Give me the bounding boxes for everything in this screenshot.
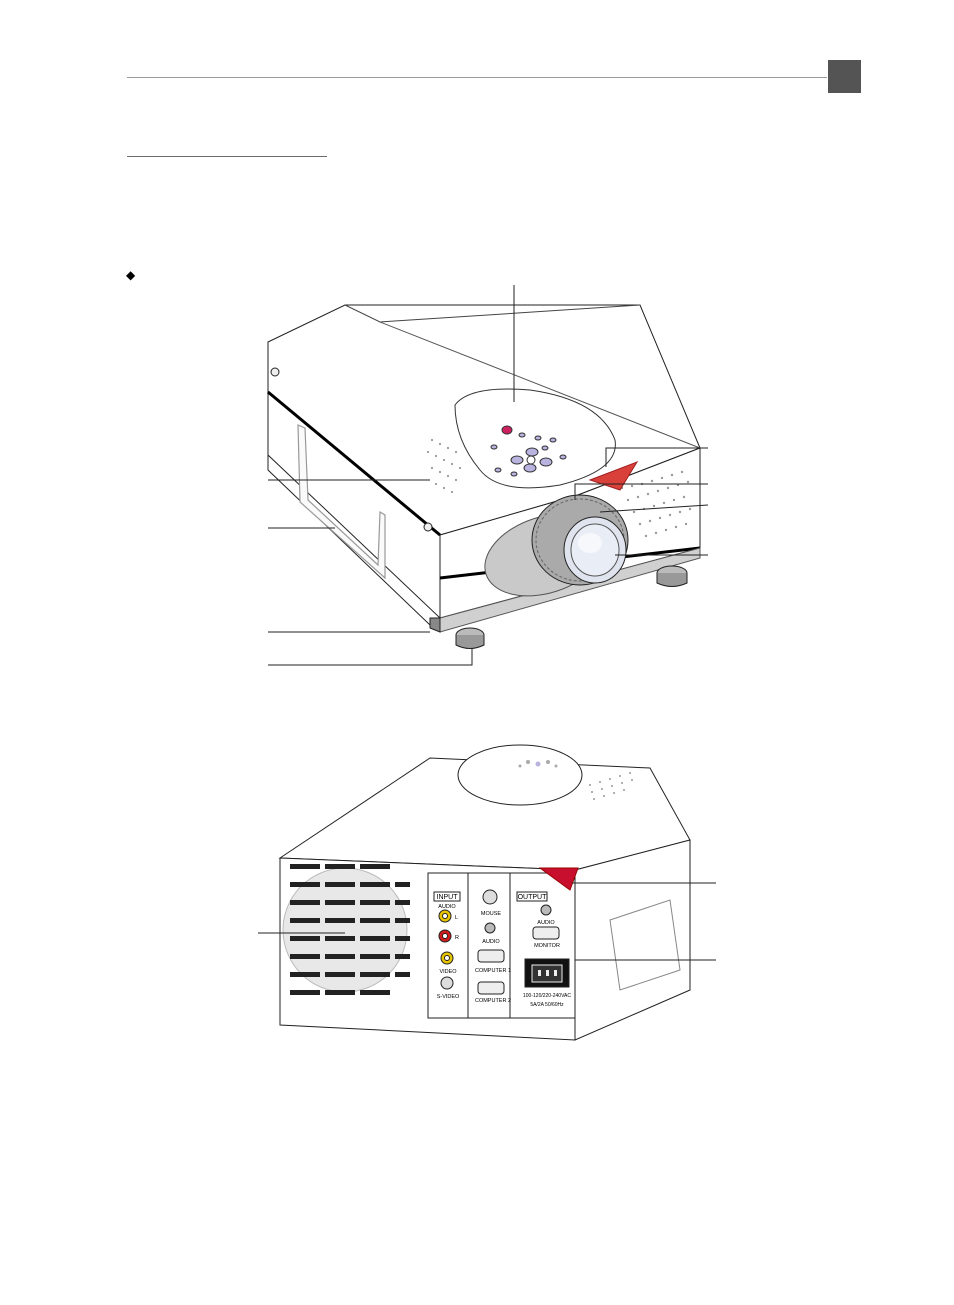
ir-receiver-rear (538, 867, 579, 891)
computer1-port (477, 949, 505, 963)
keypad-buttons (490, 432, 567, 477)
rear-foot (429, 617, 441, 633)
side-screw (270, 367, 280, 377)
rear-control-dome (457, 744, 583, 806)
section-heading-rule (127, 156, 327, 157)
svideo-jack (440, 976, 454, 990)
svideo-label: S-VIDEO (437, 994, 460, 1000)
chapter-tab (828, 60, 861, 93)
svg-text:AUDIO: AUDIO (537, 920, 555, 926)
rear-right-side (574, 839, 691, 1041)
monitor-label: MONITOR (534, 943, 560, 949)
exhaust-vents (290, 864, 410, 995)
svg-text:AUDIO: AUDIO (482, 939, 500, 945)
power-rating-line1: 100-120/220-240VAC (523, 993, 571, 999)
mouse-label: MOUSE (481, 911, 502, 917)
input-label: INPUT (437, 894, 459, 901)
direction-pad (510, 447, 553, 473)
rear-callouts (258, 882, 716, 961)
output-label: OUTPUT (518, 894, 548, 901)
svg-text:L: L (455, 915, 458, 921)
audio-in-label: AUDIO (438, 904, 456, 910)
projector-front-illustration (267, 285, 709, 666)
video-label: VIDEO (439, 969, 457, 975)
computer2-label: COMPUTER 2 (475, 998, 511, 1004)
projector-rear-illustration: INPUT AUDIO L R VIDEO S-VIDEO MOUSE AUDI… (258, 744, 716, 1041)
bullet-icon: ◆ (126, 268, 136, 282)
ir-receiver-front (588, 461, 639, 491)
rear-top-grille (589, 772, 633, 800)
audio-out-jack (540, 904, 552, 916)
side-handle (297, 424, 386, 580)
computer1-label: COMPUTER 1 (475, 968, 511, 974)
power-key (501, 425, 513, 435)
power-rating-line2: 5A/2A 50/60Hz (530, 1002, 564, 1008)
front-callouts (268, 285, 709, 666)
header-rule (127, 77, 827, 78)
mouse-port (482, 889, 498, 905)
computer2-port (477, 981, 505, 995)
audio-in-jack (484, 922, 496, 934)
speaker-grille-top (426, 438, 462, 494)
svg-text:R: R (455, 935, 459, 941)
monitor-port (532, 926, 560, 940)
